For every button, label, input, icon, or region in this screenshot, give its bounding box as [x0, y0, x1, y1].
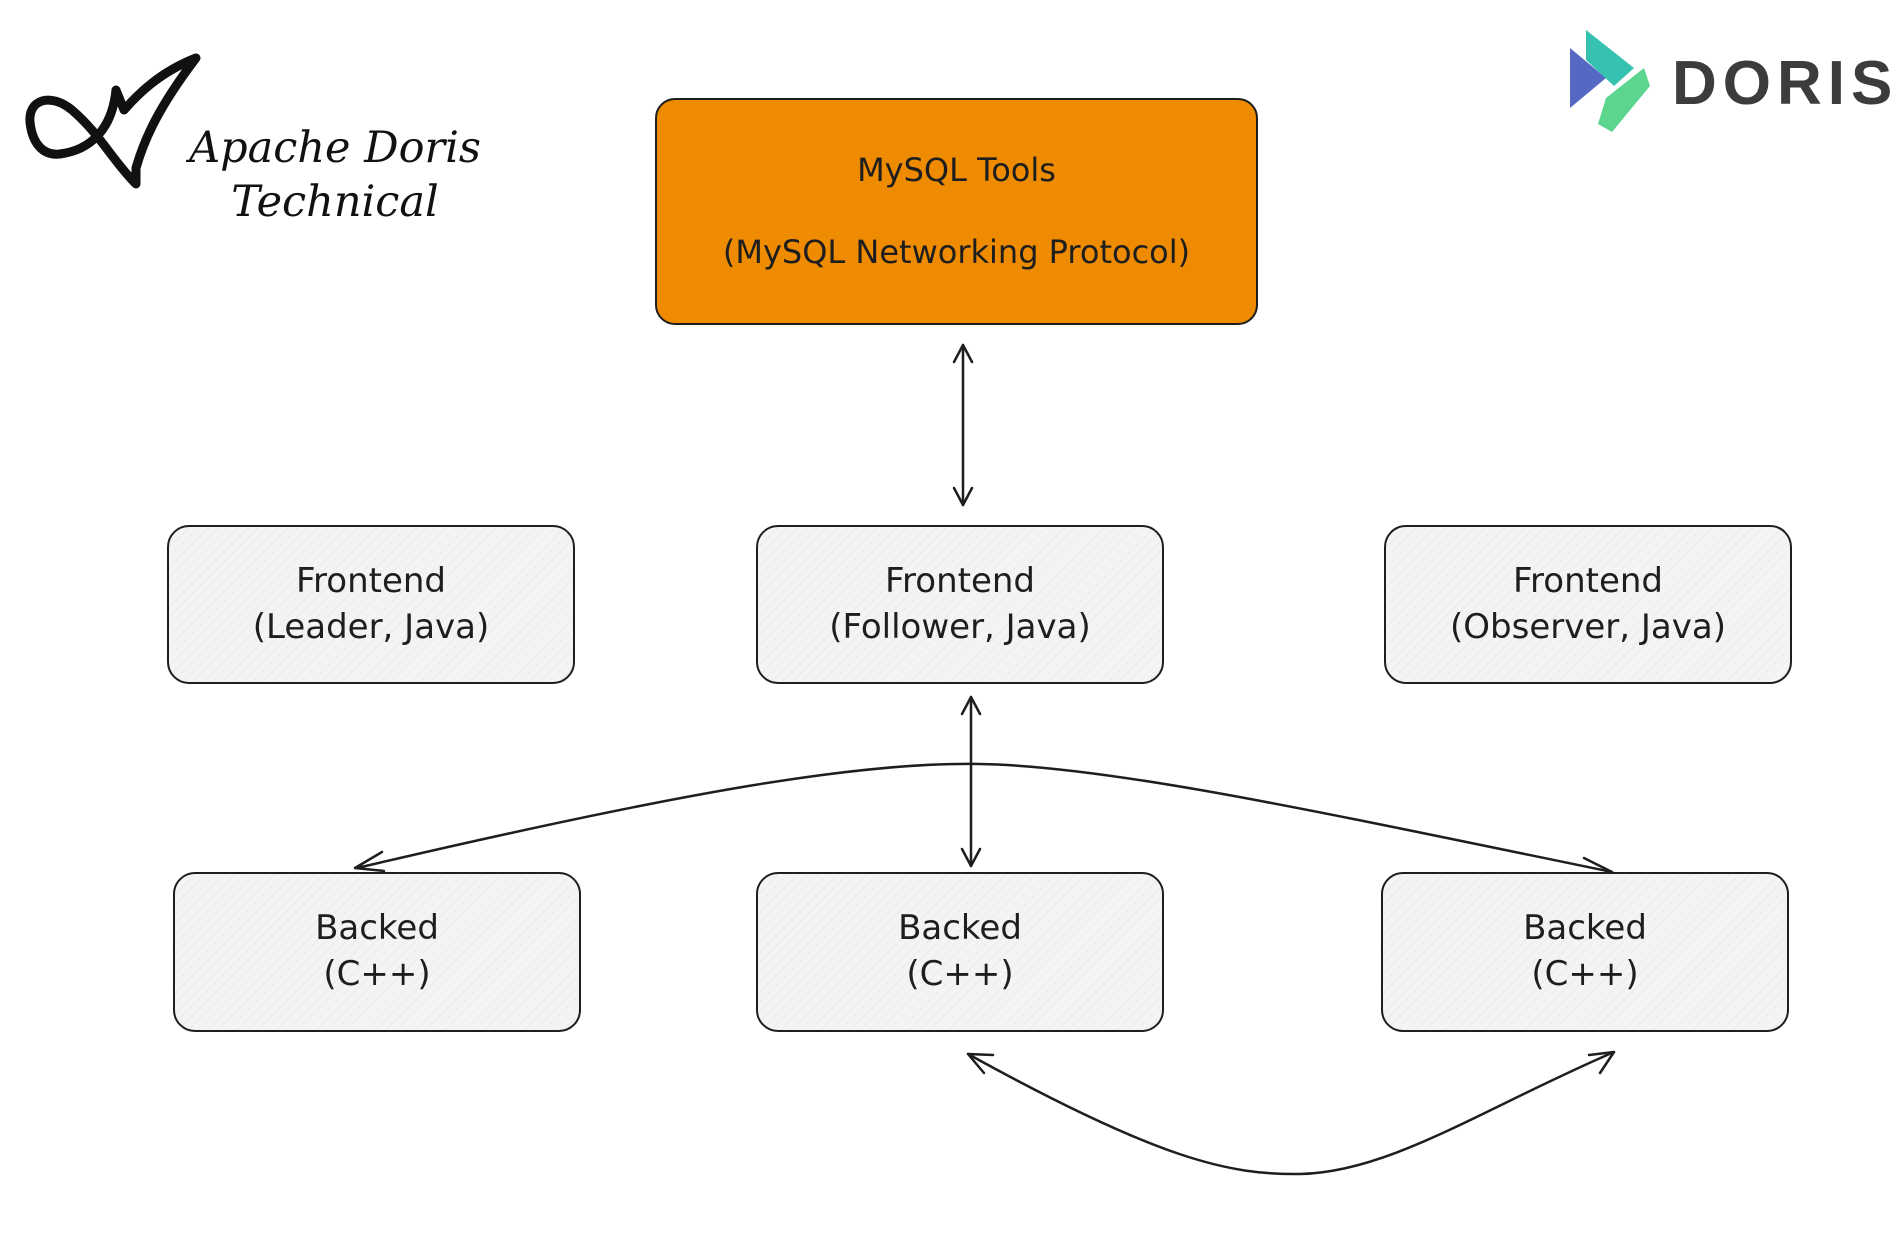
doris-wordmark: DORIS: [1672, 49, 1893, 118]
frontend-observer-node: Frontend (Observer, Java): [1384, 525, 1792, 684]
backend-right-subtitle: (C++): [1531, 954, 1639, 994]
edge-backend-center-to-right: [966, 1050, 1616, 1176]
brand-title-line2: Technical: [231, 176, 439, 227]
brand-title-line1: Apache Doris: [189, 123, 481, 173]
mysql-tools-node: MySQL Tools (MySQL Networking Protocol): [655, 98, 1258, 325]
backend-left-title: Backed: [315, 908, 439, 949]
frontend-follower-subtitle: (Follower, Java): [829, 606, 1091, 647]
edge-follower-to-backend-sides: [353, 762, 1614, 879]
apache-doris-feather-logo-icon: [25, 53, 201, 189]
backend-left-node: Backed (C++): [173, 872, 581, 1032]
backend-left-subtitle: (C++): [323, 954, 431, 994]
mysql-tools-subtitle: (MySQL Networking Protocol): [722, 232, 1191, 271]
backend-right-node: Backed (C++): [1381, 872, 1789, 1032]
backend-center-node: Backed (C++): [756, 872, 1164, 1032]
edge-follower-to-backend-center: [960, 695, 982, 868]
frontend-leader-subtitle: (Leader, Java): [252, 606, 490, 647]
mysql-tools-title: MySQL Tools: [857, 151, 1056, 190]
frontend-leader-node: Frontend (Leader, Java): [167, 525, 575, 684]
frontend-observer-title: Frontend: [1512, 560, 1664, 601]
doris-logo: DORIS: [1566, 28, 1892, 138]
edge-mysql-to-follower: [952, 343, 974, 507]
apache-doris-technical-logo: Apache Doris Technical: [20, 50, 500, 250]
frontend-follower-title: Frontend: [884, 560, 1036, 601]
doris-logo-icon: [1570, 30, 1650, 132]
frontend-leader-title: Frontend: [295, 560, 447, 601]
backend-center-subtitle: (C++): [906, 954, 1014, 994]
backend-center-title: Backed: [898, 908, 1022, 949]
brand-title: Apache Doris Technical: [170, 122, 500, 230]
frontend-follower-node: Frontend (Follower, Java): [756, 525, 1164, 684]
backend-right-title: Backed: [1523, 908, 1647, 949]
frontend-observer-subtitle: (Observer, Java): [1450, 606, 1726, 647]
